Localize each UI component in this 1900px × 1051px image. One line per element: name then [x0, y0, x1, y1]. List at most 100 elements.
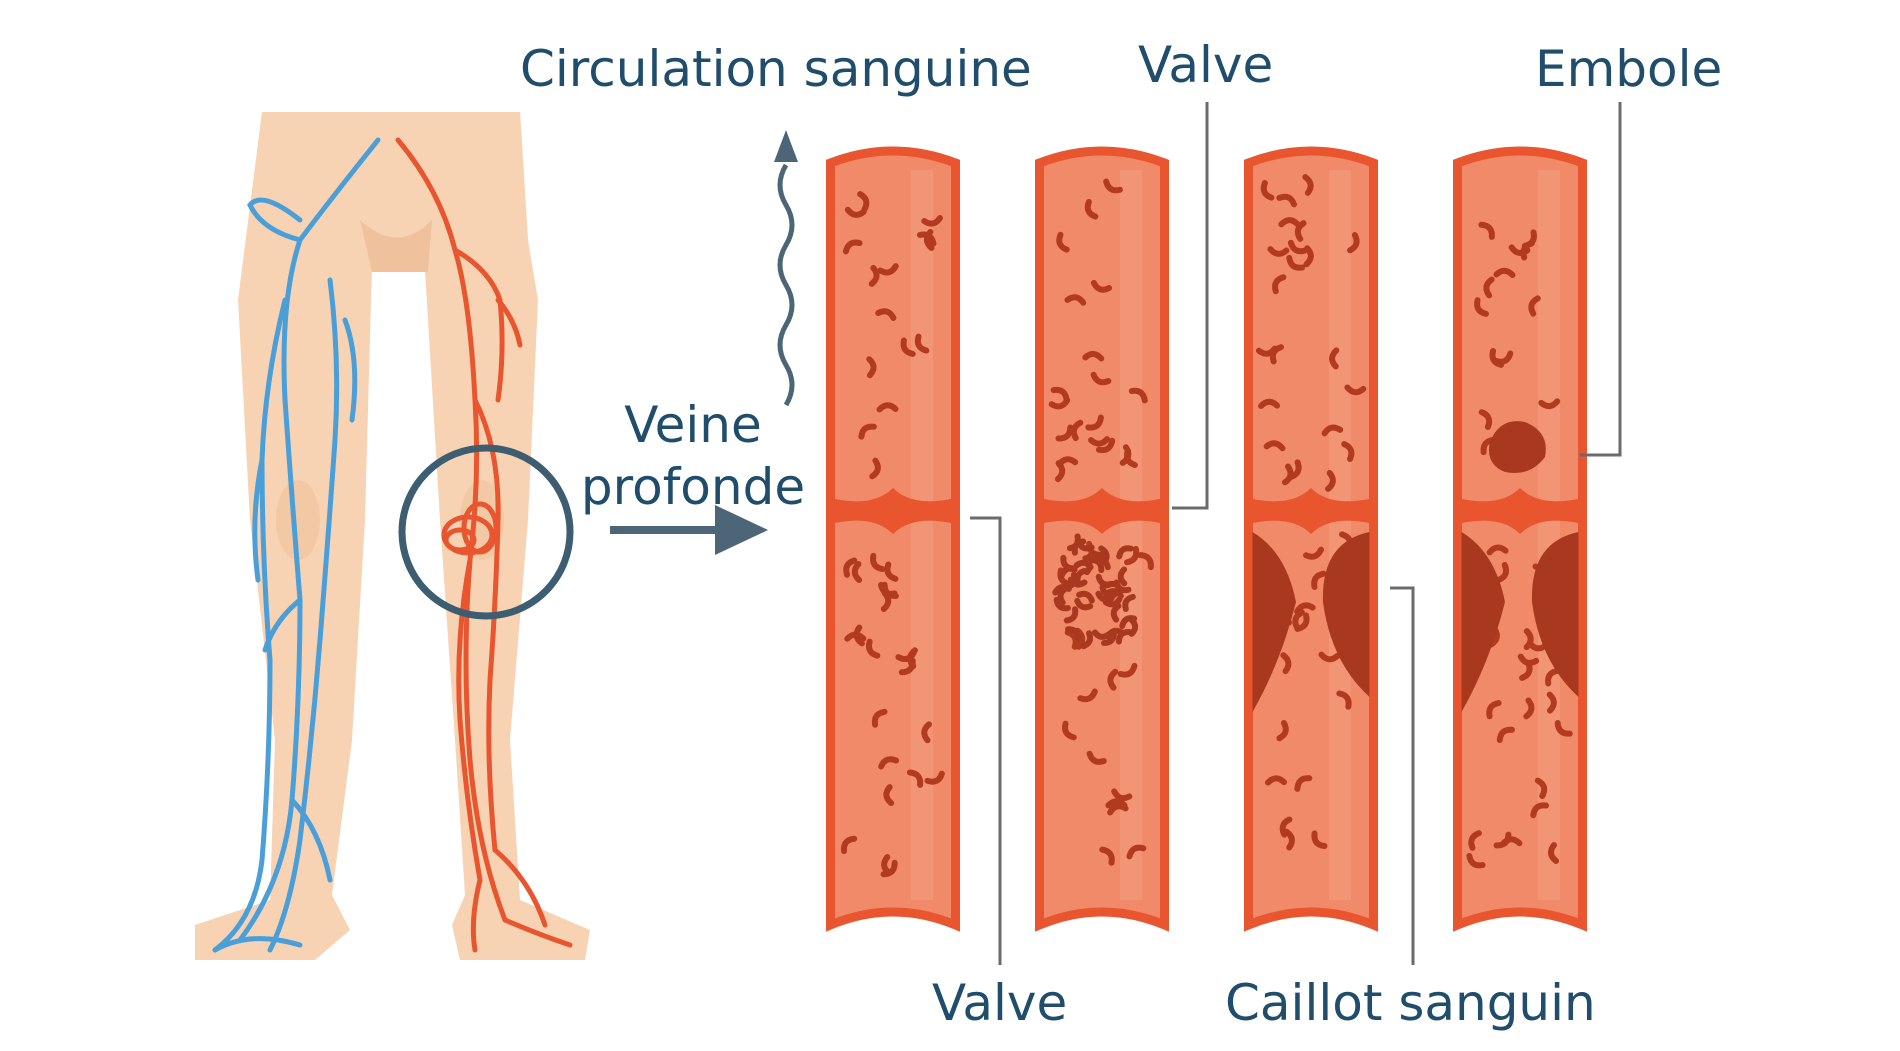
blood-cell [1280, 652, 1292, 675]
blood-cell [1126, 844, 1147, 860]
blood-cell [1478, 409, 1493, 430]
blood-cell [1500, 836, 1523, 847]
blood-cell [1294, 602, 1316, 615]
blood-cell [871, 708, 888, 728]
leader-embole [1580, 102, 1622, 457]
blood-cell [866, 356, 877, 379]
blood-cell [1294, 775, 1313, 792]
blood-cell [1538, 398, 1561, 410]
blood-cell [843, 557, 858, 578]
blood-cell [1086, 750, 1107, 765]
blood-cell [876, 402, 899, 413]
vessel-3 [1244, 146, 1378, 932]
vessel-4 [1453, 146, 1587, 932]
blood-cell [1062, 720, 1077, 741]
blood-cell [1478, 221, 1495, 240]
blood-cell [1336, 690, 1352, 710]
vessel-body [1035, 146, 1169, 932]
blood-cell [1523, 628, 1534, 651]
label-veine: Veine [624, 396, 762, 454]
blood-cell [1090, 371, 1112, 386]
blood-cell [1137, 552, 1154, 571]
clot-left [1252, 532, 1296, 712]
label-circulation-sanguine: Circulation sanguine [520, 40, 1032, 98]
blood-cell [875, 308, 897, 321]
blood-cell [1496, 726, 1515, 744]
blood-cell [1282, 463, 1294, 486]
blood-cell [1085, 414, 1104, 431]
blood-cell [1258, 398, 1281, 409]
clot-right [1322, 532, 1370, 697]
blood-cell [1528, 295, 1541, 317]
blood-cell [1283, 828, 1295, 851]
blood-cell [1278, 217, 1301, 228]
left-knee [276, 480, 320, 560]
blood-cell [1267, 246, 1290, 257]
blood-cell [1489, 348, 1505, 368]
blood-cell [1048, 397, 1071, 410]
blood-cell [851, 560, 863, 583]
embolus [1489, 421, 1546, 473]
blood-cell [842, 239, 863, 255]
blood-cell [1548, 842, 1560, 864]
blood-cell [921, 215, 943, 227]
valve-band [1457, 488, 1583, 534]
valve-band [1248, 488, 1374, 534]
blood-cell [1255, 345, 1278, 357]
blood-cell [878, 756, 900, 770]
blood-cell [1090, 279, 1113, 293]
blood-cell [1321, 424, 1344, 437]
blood-cell [1530, 802, 1550, 819]
vessel-highlight [911, 170, 933, 900]
blood-cell [870, 552, 886, 573]
vessel-1 [826, 146, 960, 932]
blood-cell [906, 769, 924, 788]
vessel-highlight [1120, 170, 1142, 900]
blood-cell [1545, 667, 1562, 687]
blood-cell [1099, 846, 1115, 866]
leader-lines [970, 102, 1622, 965]
blood-cell [1468, 830, 1482, 851]
blood-cell [1088, 436, 1111, 447]
blood-cell [1103, 178, 1123, 194]
blood-cell [1521, 229, 1537, 249]
blood-cell [869, 457, 881, 480]
blood-cell [924, 770, 945, 785]
legs-illustration [195, 112, 590, 960]
blood-cell [1124, 545, 1140, 566]
blood-cell [1517, 653, 1540, 666]
upward-wavy-arrow-icon [774, 130, 798, 407]
blood-cell [921, 721, 932, 744]
red-arteries [395, 137, 573, 953]
label-valve-bottom: Valve [932, 974, 1068, 1032]
blood-cell [884, 561, 899, 582]
blood-cell [1272, 274, 1287, 295]
blood-cell [1084, 198, 1099, 220]
blood-cell [1341, 441, 1355, 462]
blue-veins [212, 137, 381, 953]
valve-band [1039, 488, 1165, 534]
blood-cell [1302, 174, 1314, 196]
label-embole: Embole [1535, 40, 1723, 98]
right-arrow-icon [610, 505, 768, 555]
zoom-circle-icon [398, 444, 574, 620]
blood-cell [1265, 775, 1288, 786]
blood-cell [1107, 668, 1119, 691]
early-clot [1052, 533, 1139, 650]
blood-cell [858, 423, 877, 440]
blood-cell [1318, 651, 1341, 663]
blood-cell [1292, 609, 1305, 631]
blood-cell [1347, 232, 1360, 254]
blood-cell [1486, 700, 1502, 720]
blood-cell [1493, 267, 1516, 278]
blood-cell [1554, 720, 1573, 737]
valve-band [830, 488, 956, 534]
blood-cell [1095, 437, 1116, 454]
blood-cell [914, 333, 930, 354]
blood-cell [880, 859, 898, 878]
blood-cell [1486, 544, 1509, 556]
blood-cell [1128, 387, 1148, 404]
blood-cell [1263, 440, 1286, 452]
blood-cell [898, 657, 916, 676]
